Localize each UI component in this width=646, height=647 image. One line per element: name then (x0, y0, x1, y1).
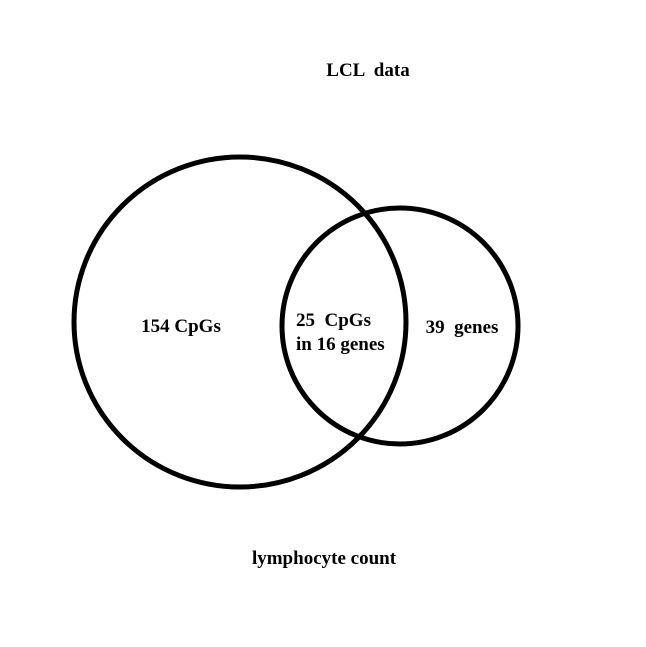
overlap-count-line1: 25 CpGs (296, 310, 371, 331)
bottom-set-label: lymphocyte count (252, 548, 397, 569)
right-set-circle (279, 205, 521, 447)
left-only-count: 154 CpGs (141, 316, 221, 337)
top-set-label: LCL data (326, 60, 410, 81)
overlap-count-line2: in 16 genes (296, 334, 385, 355)
left-set-circle (71, 154, 409, 490)
right-only-count: 39 genes (426, 317, 499, 338)
